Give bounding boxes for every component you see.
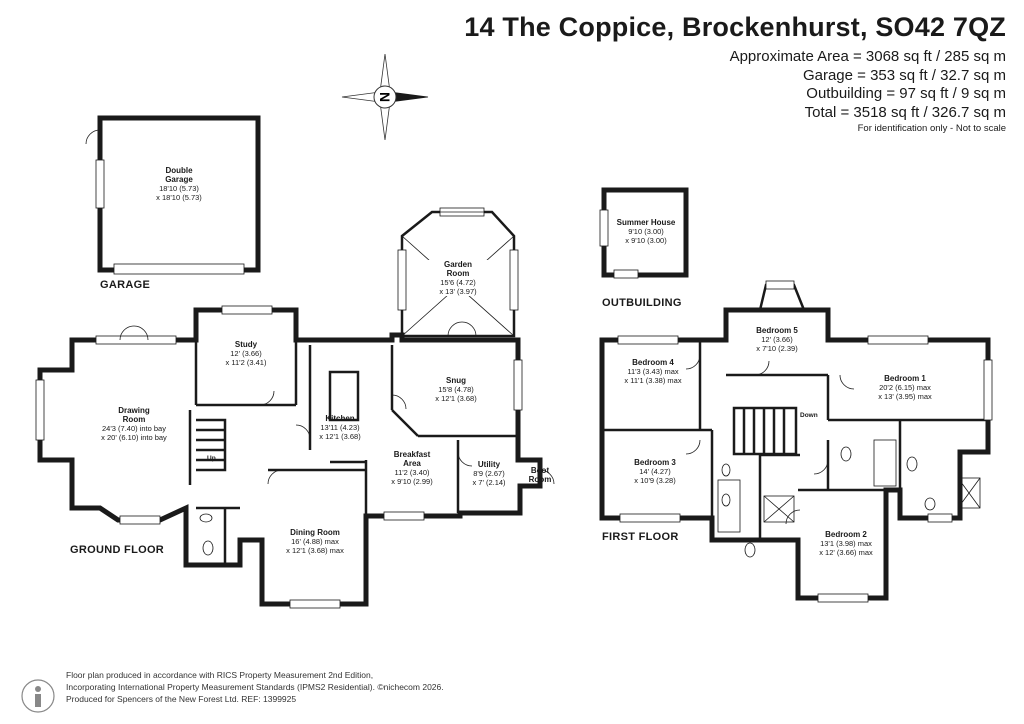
floor-label-first: FIRST FLOOR [602,531,679,543]
room-dimension: 12' (3.66) [761,335,793,344]
room-dimension: x 7' (2.14) [472,478,506,487]
compass-rose-icon: N [341,53,429,141]
room-name: Bedroom 1 [884,374,926,383]
area-garage: Garage = 353 sq ft / 32.7 sq m [802,66,1006,84]
room-dimension: x 9'10 (3.00) [625,236,667,245]
stairs-up-label: Up [207,455,216,462]
room-dimension: 14' (4.27) [639,467,671,476]
footer-line: Floor plan produced in accordance with R… [66,670,374,680]
room-name: Drawing Room [118,406,150,424]
room-dimension: 15'8 (4.78) [438,385,474,394]
room-dimension: x 7'10 (2.39) [756,344,798,353]
room-bedroom-2: Bedroom 2 13'1 (3.98) max x 12' (3.66) m… [806,530,886,557]
room-dimension: x 13' (3.97) [439,287,477,296]
room-bedroom-4: Bedroom 4 11'3 (3.43) max x 11'1 (3.38) … [610,358,696,385]
room-name: Kitchen [325,414,355,423]
area-outbuilding: Outbuilding = 97 sq ft / 9 sq m [806,85,1006,102]
scale-disclaimer: For identification only - Not to scale [857,123,1006,134]
room-dimension: 24'3 (7.40) into bay [102,424,166,433]
stairs-down-label: Down [800,412,818,419]
room-dimension: x 11'1 (3.38) max [624,376,682,385]
area-summary: Approximate Area = 3068 sq ft / 285 sq m… [730,48,1006,122]
room-dimension: 12' (3.66) [230,349,262,358]
room-name: Dining Room [290,528,340,537]
floor-label-outbuilding: OUTBUILDING [602,297,682,309]
compass-north-letter: N [377,92,393,102]
room-dimension: x 20' (6.10) into bay [101,433,167,442]
room-bedroom-5: Bedroom 5 12' (3.66) x 7'10 (2.39) [730,326,824,353]
room-dimension: 13'11 (4.23) [320,423,360,432]
room-dimension: x 11'2 (3.41) [225,358,267,367]
room-name: Breakfast Area [393,450,431,468]
room-dimension: x 13' (3.95) max [878,392,932,401]
room-snug: Snug 15'8 (4.78) x 12'1 (3.68) [416,376,496,403]
room-name: Garden Room [443,260,472,278]
room-name: Double Garage [165,166,193,184]
footer-line: Produced for Spencers of the New Forest … [66,694,297,704]
room-name: Bedroom 2 [825,530,867,539]
room-name: Utility [477,460,501,469]
room-dimension: 11'2 (3.40) [394,468,430,477]
room-name: Bedroom 3 [634,458,676,467]
room-name: Bedroom 5 [756,326,798,335]
room-summer-house: Summer House 9'10 (3.00) x 9'10 (3.00) [608,218,684,245]
room-breakfast-area: Breakfast Area 11'2 (3.40) x 9'10 (2.99) [372,450,452,486]
area-approximate: Approximate Area = 3068 sq ft / 285 sq m [729,48,1006,65]
room-dimension: x 12' (3.66) max [819,548,873,557]
room-name: Bedroom 4 [632,358,674,367]
footer-line: Incorporating International Property Mea… [66,682,444,692]
room-bedroom-3: Bedroom 3 14' (4.27) x 10'9 (3.28) [612,458,698,485]
garage-door-window [113,263,245,275]
room-dimension: 8'9 (2.67) [473,469,505,478]
room-dimension: 18'10 (5.73) [159,184,199,193]
room-dimension: 11'3 (3.43) max [627,367,679,376]
area-total: Total = 3518 sq ft / 326.7 sq m [804,103,1006,121]
room-dimension: 9'10 (3.00) [628,227,664,236]
room-name: Summer House [616,218,676,227]
floor-label-ground: GROUND FLOOR [70,544,165,556]
room-bedroom-1: Bedroom 1 20'2 (6.15) max x 13' (3.95) m… [850,374,960,401]
room-dimension: 13'1 (3.98) max [820,539,872,548]
room-dimension: x 12'1 (3.68) [319,432,361,441]
room-dining-room: Dining Room 16' (4.88) max x 12'1 (3.68)… [270,528,360,555]
room-name: Study [234,340,258,349]
room-dimension: 16' (4.88) max [291,537,339,546]
room-dimension: x 10'9 (3.28) [634,476,676,485]
room-name: Snug [446,376,466,385]
room-dimension: 20'2 (6.15) max [879,383,931,392]
room-boot-room: Boot Room [522,466,558,484]
floor-label-garage: GARAGE [100,279,151,291]
room-double-garage: Double Garage 18'10 (5.73) x 18'10 (5.73… [124,166,234,202]
room-kitchen: Kitchen 13'11 (4.23) x 12'1 (3.68) [312,414,368,441]
room-name: Boot Room [528,466,552,484]
room-dimension: x 12'1 (3.68) max [286,546,344,555]
rics-ipms-logo-icon [21,679,55,713]
room-garden-room: Garden Room 15'6 (4.72) x 13' (3.97) [418,260,498,296]
room-dimension: x 18'10 (5.73) [156,193,202,202]
room-study: Study 12' (3.66) x 11'2 (3.41) [206,340,286,367]
room-utility: Utility 8'9 (2.67) x 7' (2.14) [462,460,516,487]
room-drawing-room: Drawing Room 24'3 (7.40) into bay x 20' … [82,406,186,442]
room-dimension: x 9'10 (2.99) [391,477,433,486]
footer-disclaimer: Floor plan produced in accordance with R… [66,669,444,705]
room-dimension: x 12'1 (3.68) [435,394,477,403]
property-address-title: 14 The Coppice, Brockenhurst, SO42 7QZ [464,12,1006,42]
room-dimension: 15'6 (4.72) [440,278,476,287]
ground-floor-walls [37,307,543,607]
